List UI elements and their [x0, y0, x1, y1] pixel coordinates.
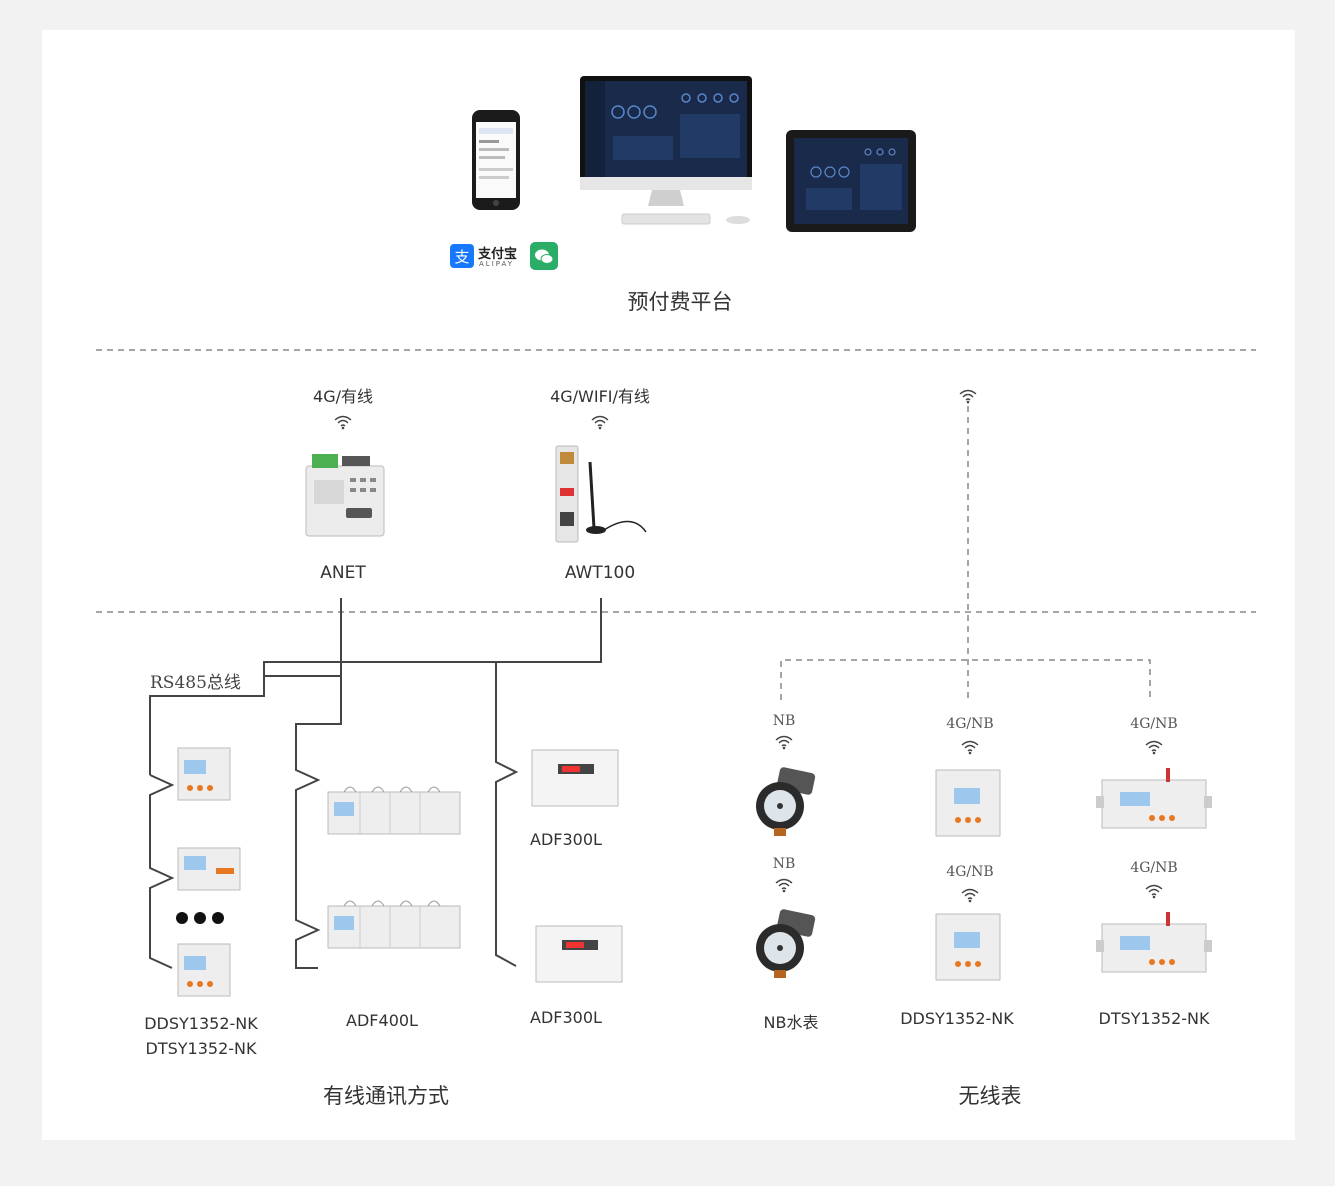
- tablet: [786, 130, 916, 232]
- anet-to-col2: [295, 676, 342, 969]
- wifi-icon: [959, 389, 977, 404]
- wifi-icon: [1145, 884, 1163, 899]
- water-bottom-conn: NB: [772, 856, 796, 872]
- col2-label: ADF400L: [346, 1011, 418, 1030]
- adf300l-meter: [531, 749, 619, 807]
- ddsy-wireless-meter: [935, 769, 1001, 837]
- dtsy-label: DTSY1352-NK: [1098, 1009, 1210, 1028]
- ddsy-bottom-conn: 4G/NB: [946, 864, 994, 880]
- wechat-icon: [530, 242, 558, 270]
- anet-conn-label: 4G/有线: [313, 387, 373, 406]
- dtsy-bottom-conn: 4G/NB: [1130, 860, 1178, 876]
- ddsy-meter: [177, 847, 241, 891]
- platform-title: 预付费平台: [627, 290, 733, 314]
- water-label: NB水表: [763, 1013, 819, 1032]
- ddsy-label: DDSY1352-NK: [900, 1009, 1014, 1028]
- ddsy-wireless-meter: [935, 913, 1001, 981]
- svg-text:支: 支: [454, 248, 469, 266]
- col1-label-1: DDSY1352-NK: [144, 1014, 258, 1033]
- col1-wire: [149, 774, 175, 969]
- smartphone: [472, 110, 520, 210]
- alipay-logo-subtext: ALIPAY: [479, 260, 515, 268]
- nb-water-meter: [756, 909, 816, 978]
- water-top-conn: NB: [772, 713, 796, 729]
- col3-bottom-label: ADF300L: [530, 1008, 602, 1027]
- wireless-branch: [780, 659, 1151, 700]
- wifi-icon: [334, 415, 352, 430]
- awt-to-col3: [495, 662, 519, 967]
- wifi-icon: [961, 740, 979, 755]
- awt-bus: [263, 598, 602, 676]
- wifi-icon: [1145, 740, 1163, 755]
- ddsy-top-conn: 4G/NB: [946, 716, 994, 732]
- rs485-bus-label: RS485总线: [150, 673, 241, 693]
- awt100-device: [555, 445, 647, 543]
- dtsy-wireless-meter: [1096, 912, 1212, 973]
- adf400l-meter: [327, 900, 461, 949]
- wireless-section-title: 无线表: [958, 1084, 1022, 1108]
- dtsy-wireless-meter: [1096, 768, 1212, 829]
- adf400l-meter: [327, 786, 461, 835]
- col1-label-2: DTSY1352-NK: [145, 1039, 257, 1058]
- alipay-logo-text: 支付宝: [478, 247, 518, 262]
- ddsy-meter: [177, 943, 231, 997]
- desktop-monitor: [580, 76, 752, 225]
- wifi-icon: [961, 888, 979, 903]
- wifi-icon: [591, 415, 609, 430]
- awt-label: AWT100: [564, 563, 636, 583]
- col3-top-label: ADF300L: [530, 830, 602, 849]
- wifi-icon: [775, 735, 793, 750]
- alipay-icon: 支: [450, 244, 474, 268]
- anet-device: [305, 454, 385, 537]
- nb-water-meter: [756, 767, 816, 836]
- wired-section-title: 有线通讯方式: [323, 1084, 449, 1108]
- ddsy-meter: [177, 747, 231, 801]
- adf300l-meter: [535, 925, 623, 983]
- wifi-icon: [775, 878, 793, 893]
- dtsy-top-conn: 4G/NB: [1130, 716, 1178, 732]
- ellipsis-icon: [176, 912, 224, 924]
- anet-label: ANET: [320, 563, 366, 583]
- awt-conn-label: 4G/WIFI/有线: [550, 387, 650, 406]
